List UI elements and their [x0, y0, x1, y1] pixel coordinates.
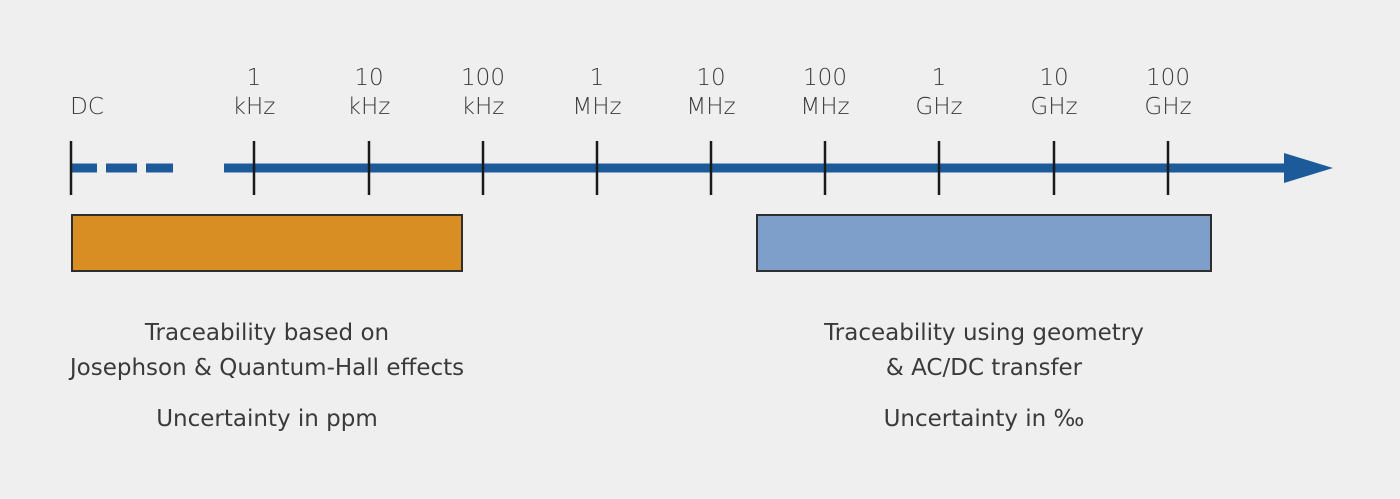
tick-label-100mhz-line2: MHz: [800, 94, 850, 120]
tick-label-1ghz-line2: GHz: [915, 94, 963, 120]
tick-label-dc: DC: [32, 64, 142, 122]
tick-label-10khz: 10 kHz: [314, 64, 424, 122]
tick-label-10mhz: 10 MHz: [656, 64, 766, 122]
tick-label-10ghz-line1: 10: [1039, 65, 1069, 91]
axis-arrowhead: [1284, 153, 1333, 183]
tick-label-dc-line1: [32, 64, 142, 93]
tick-label-100mhz: 100 MHz: [770, 64, 880, 122]
ppm-caption-line1: Traceability based on: [144, 320, 390, 346]
tick-label-1khz-line1: 1: [246, 65, 262, 91]
tick-label-100khz-line2: kHz: [461, 94, 505, 120]
tick-label-1khz: 1 kHz: [199, 64, 309, 122]
tick-label-10khz-line2: kHz: [347, 94, 391, 120]
ppm-uncertainty: Uncertainty in ppm: [156, 406, 378, 432]
tick-label-1mhz-line2: MHz: [572, 94, 622, 120]
tick-label-1ghz-line1: 1: [931, 65, 947, 91]
tick-label-100khz: 100 kHz: [428, 64, 538, 122]
frequency-axis: [71, 153, 1333, 183]
tick-label-100mhz-line1: 100: [803, 65, 847, 91]
tick-label-10khz-line1: 10: [354, 65, 384, 91]
tick-label-100ghz-line2: GHz: [1144, 94, 1192, 120]
tick-label-10ghz-line2: GHz: [1030, 94, 1078, 120]
tick-label-1mhz-line1: 1: [589, 65, 605, 91]
permille-caption: Traceability using geometry & AC/DC tran…: [734, 316, 1234, 437]
tick-label-10mhz-line1: 10: [696, 65, 726, 91]
permille-uncertainty: Uncertainty in ‰: [883, 406, 1085, 432]
tick-label-dc-line2: DC: [70, 94, 104, 120]
tick-label-100ghz-line1: 100: [1146, 65, 1190, 91]
tick-label-1khz-line2: kHz: [232, 94, 276, 120]
ppm-caption-line2: Josephson & Quantum-Hall effects: [69, 355, 465, 381]
tick-label-100khz-line1: 100: [461, 65, 505, 91]
axis-ticks: [69, 141, 1170, 195]
tick-label-1ghz: 1 GHz: [884, 64, 994, 122]
ppm-range-bar: [71, 214, 463, 272]
tick-label-10mhz-line2: MHz: [686, 94, 736, 120]
tick-label-100ghz: 100 GHz: [1113, 64, 1223, 122]
permille-caption-line1: Traceability using geometry: [824, 320, 1144, 346]
permille-caption-line2: & AC/DC transfer: [885, 355, 1083, 381]
tick-label-10ghz: 10 GHz: [999, 64, 1109, 122]
permille-range-bar: [756, 214, 1212, 272]
tick-label-1mhz: 1 MHz: [542, 64, 652, 122]
ppm-caption: Traceability based on Josephson & Quantu…: [32, 316, 502, 437]
